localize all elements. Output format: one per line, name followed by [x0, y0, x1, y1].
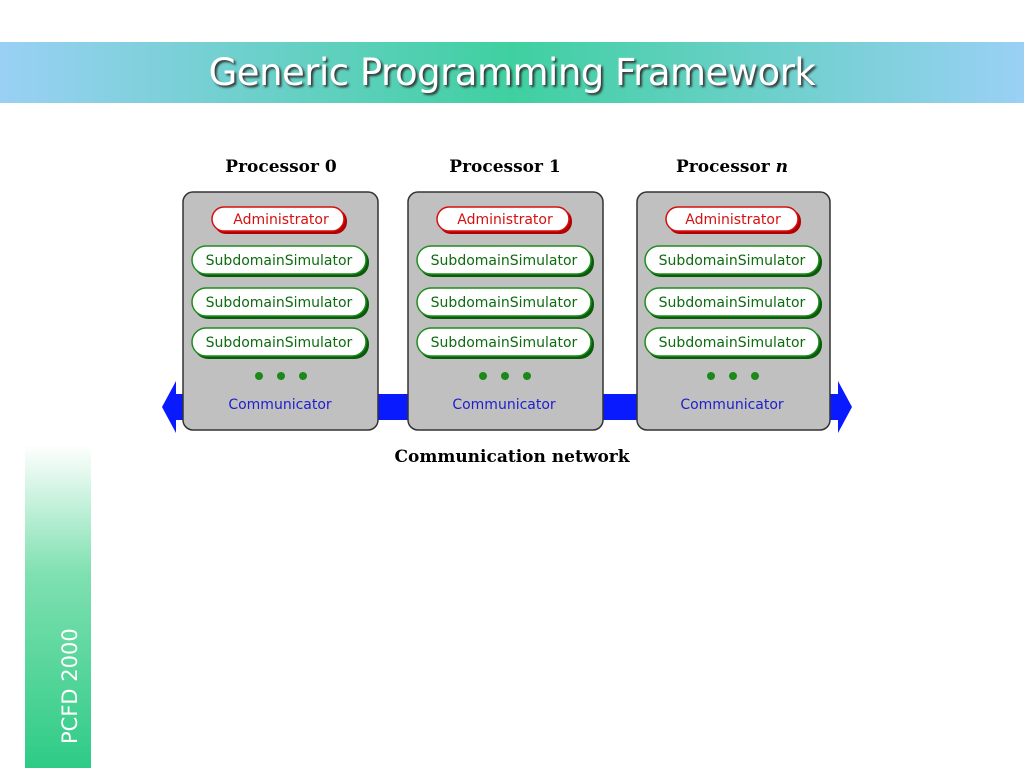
processor-0: Processor 0 Administrator SubdomainSimul…	[182, 157, 379, 431]
administrator-label: Administrator	[457, 212, 553, 228]
ellipsis-dot	[501, 372, 509, 380]
ellipsis-dot	[277, 372, 285, 380]
processor-1: Processor 1 Administrator SubdomainSimul…	[407, 157, 604, 431]
processor-0-title: Processor 0	[225, 157, 337, 177]
communicator-label: Communicator	[452, 397, 556, 413]
ellipsis-dot	[707, 372, 715, 380]
title-bar: Generic Programming Framework	[0, 42, 1024, 103]
side-band	[25, 445, 91, 768]
administrator-label: Administrator	[685, 212, 781, 228]
subdomain-simulator-label: SubdomainSimulator	[659, 295, 806, 311]
processor-1-title: Processor 1	[449, 157, 560, 177]
ellipsis-dot	[299, 372, 307, 380]
communicator-label: Communicator	[228, 397, 332, 413]
ellipsis-dot	[255, 372, 263, 380]
ellipsis-dot	[751, 372, 759, 380]
subdomain-simulator-pill	[644, 245, 820, 275]
communicator-label: Communicator	[680, 397, 784, 413]
processor-n: Processor n Administrator SubdomainSimul…	[636, 157, 831, 431]
subdomain-simulator-label: SubdomainSimulator	[431, 295, 578, 311]
administrator-pill	[211, 206, 345, 232]
administrator-pill	[436, 206, 570, 232]
subdomain-simulator-pill	[416, 245, 592, 275]
subdomain-simulator-label: SubdomainSimulator	[206, 295, 353, 311]
subdomain-simulator-label: SubdomainSimulator	[659, 335, 806, 351]
subdomain-simulator-pill	[416, 327, 592, 357]
ellipsis-dot	[479, 372, 487, 380]
subdomain-simulator-pill	[191, 327, 367, 357]
network-label: Communication network	[394, 447, 630, 467]
administrator-pill	[665, 206, 799, 232]
subdomain-simulator-pill	[191, 287, 367, 317]
subdomain-simulator-pill	[644, 327, 820, 357]
subdomain-simulator-pill	[191, 245, 367, 275]
subdomain-simulator-label: SubdomainSimulator	[206, 253, 353, 269]
subdomain-simulator-label: SubdomainSimulator	[431, 335, 578, 351]
subdomain-simulator-pill	[416, 287, 592, 317]
subdomain-simulator-label: SubdomainSimulator	[206, 335, 353, 351]
subdomain-simulator-label: SubdomainSimulator	[431, 253, 578, 269]
subdomain-simulator-label: SubdomainSimulator	[659, 253, 806, 269]
administrator-label: Administrator	[233, 212, 329, 228]
slide-title: Generic Programming Framework	[208, 51, 816, 94]
ellipsis-dot	[523, 372, 531, 380]
processor-n-title: Processor n	[676, 157, 788, 177]
ellipsis-dot	[729, 372, 737, 380]
subdomain-simulator-pill	[644, 287, 820, 317]
